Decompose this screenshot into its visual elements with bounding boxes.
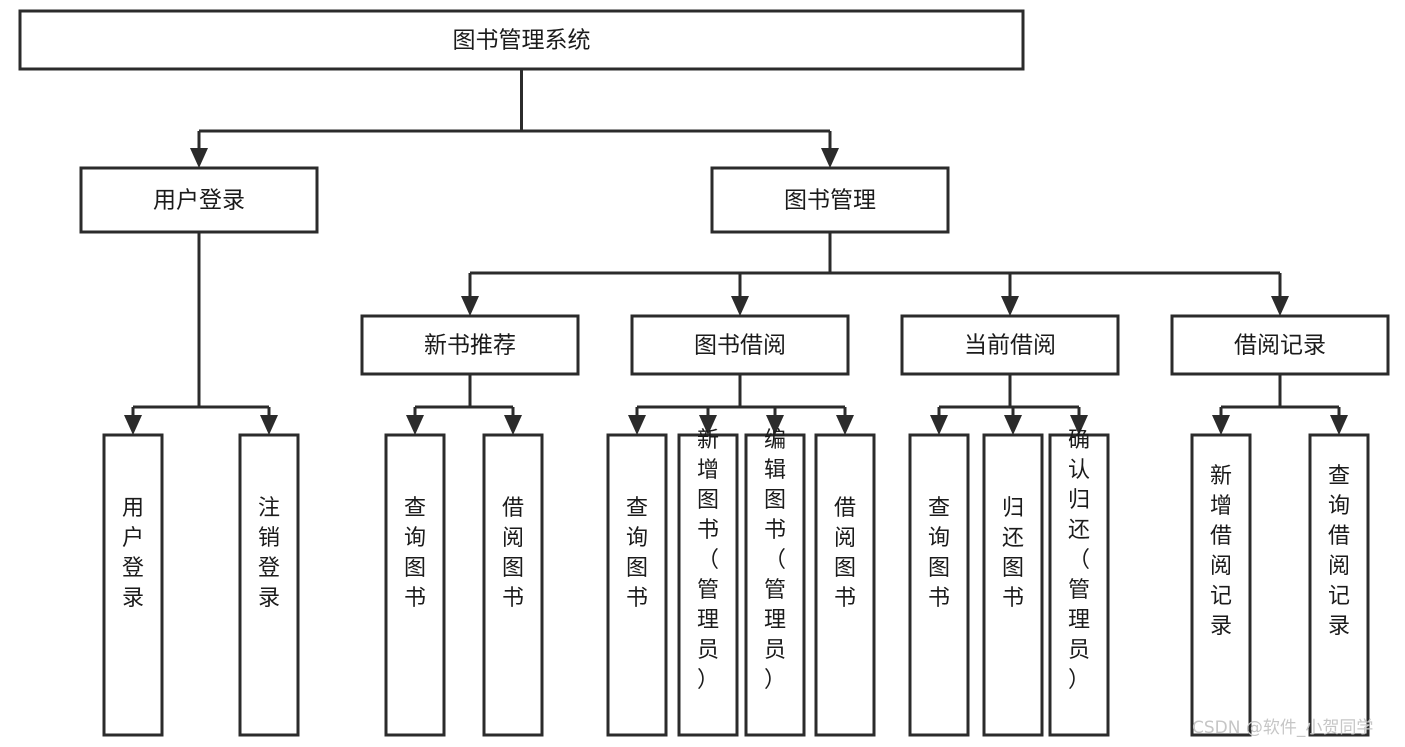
arrow-head-icon (930, 415, 948, 435)
node-leaf-confirm-return-admin-label: 确认归还（管理员） (1068, 428, 1090, 693)
node-leaf-return-book[interactable]: 归还图书 (982, 433, 1044, 737)
arrow-head-icon (260, 415, 278, 435)
node-leaf-user-login-label: 用户登录 (122, 496, 144, 611)
arrow-head-icon (1001, 296, 1019, 316)
connectors-layer (124, 69, 1348, 435)
node-new-book-rec[interactable]: 新书推荐 (360, 314, 580, 376)
nodes-layer: 图书管理系统用户登录图书管理新书推荐图书借阅当前借阅借阅记录用户登录注销登录查询… (18, 9, 1390, 737)
arrow-head-icon (1212, 415, 1230, 435)
node-leaf-add-borrow-record-label: 新增借阅记录 (1210, 464, 1232, 639)
arrow-head-icon (461, 296, 479, 316)
node-leaf-query-book-cur-box[interactable] (908, 433, 970, 737)
node-leaf-add-book-admin-box[interactable] (677, 433, 739, 737)
node-book-borrow-label: 图书借阅 (694, 333, 786, 359)
arrow-head-icon (504, 415, 522, 435)
node-root-root-box[interactable] (18, 9, 1025, 71)
node-leaf-borrow-book-box[interactable] (814, 433, 876, 737)
node-borrow-record[interactable]: 借阅记录 (1170, 314, 1390, 376)
node-current-borrow[interactable]: 当前借阅 (900, 314, 1120, 376)
node-leaf-query-book-rec-box[interactable] (384, 433, 446, 737)
node-leaf-query-book-rec[interactable]: 查询图书 (384, 433, 446, 737)
node-leaf-query-book-cur-label: 查询图书 (928, 496, 950, 611)
node-leaf-add-borrow-record-box[interactable] (1190, 433, 1252, 737)
node-book-manage-label: 图书管理 (784, 188, 876, 214)
node-leaf-query-book-rec-label: 查询图书 (404, 496, 426, 611)
node-book-manage-box[interactable] (710, 166, 950, 234)
node-leaf-confirm-return-admin-box[interactable] (1048, 433, 1110, 737)
node-leaf-add-book-admin[interactable]: 新增图书（管理员） (677, 428, 739, 737)
node-leaf-return-book-box[interactable] (982, 433, 1044, 737)
node-book-manage[interactable]: 图书管理 (710, 166, 950, 234)
arrow-head-icon (731, 296, 749, 316)
arrow-head-icon (821, 148, 839, 168)
node-new-book-rec-label: 新书推荐 (424, 333, 516, 359)
node-root-root-label: 图书管理系统 (453, 28, 591, 54)
node-leaf-add-book-admin-label: 新增图书（管理员） (697, 428, 719, 693)
node-user-login-label: 用户登录 (153, 188, 245, 214)
node-leaf-add-borrow-record[interactable]: 新增借阅记录 (1190, 433, 1252, 737)
node-current-borrow-box[interactable] (900, 314, 1120, 376)
arrow-head-icon (1004, 415, 1022, 435)
node-leaf-query-borrow-record[interactable]: 查询借阅记录 (1308, 433, 1370, 737)
node-leaf-user-login-box[interactable] (102, 433, 164, 737)
arrow-head-icon (124, 415, 142, 435)
node-leaf-borrow-book[interactable]: 借阅图书 (814, 433, 876, 737)
node-book-borrow[interactable]: 图书借阅 (630, 314, 850, 376)
node-borrow-record-box[interactable] (1170, 314, 1390, 376)
node-leaf-edit-book-admin-label: 编辑图书（管理员） (764, 428, 786, 693)
node-leaf-logout-label: 注销登录 (258, 496, 280, 611)
arrow-head-icon (1271, 296, 1289, 316)
node-leaf-logout-box[interactable] (238, 433, 300, 737)
node-book-borrow-box[interactable] (630, 314, 850, 376)
arrow-head-icon (836, 415, 854, 435)
node-leaf-borrow-book-rec[interactable]: 借阅图书 (482, 433, 544, 737)
arrow-head-icon (1330, 415, 1348, 435)
arrow-head-icon (766, 415, 784, 435)
node-root-root[interactable]: 图书管理系统 (18, 9, 1025, 71)
node-new-book-rec-box[interactable] (360, 314, 580, 376)
arrow-head-icon (406, 415, 424, 435)
node-leaf-query-book-borrow-box[interactable] (606, 433, 668, 737)
node-current-borrow-label: 当前借阅 (964, 333, 1056, 359)
node-leaf-query-book-borrow-label: 查询图书 (626, 496, 648, 611)
node-leaf-query-borrow-record-box[interactable] (1308, 433, 1370, 737)
node-leaf-return-book-label: 归还图书 (1002, 496, 1024, 611)
node-leaf-query-borrow-record-label: 查询借阅记录 (1328, 464, 1350, 639)
node-leaf-edit-book-admin[interactable]: 编辑图书（管理员） (744, 428, 806, 737)
arrow-head-icon (699, 415, 717, 435)
arrow-head-icon (628, 415, 646, 435)
node-user-login[interactable]: 用户登录 (79, 166, 319, 234)
csdn-watermark: CSDN @软件_小贺同学 (1192, 718, 1373, 738)
node-user-login-box[interactable] (79, 166, 319, 234)
node-leaf-query-book-cur[interactable]: 查询图书 (908, 433, 970, 737)
arrow-head-icon (1070, 415, 1088, 435)
node-leaf-borrow-book-label: 借阅图书 (834, 496, 856, 611)
node-leaf-logout[interactable]: 注销登录 (238, 433, 300, 737)
node-leaf-user-login[interactable]: 用户登录 (102, 433, 164, 737)
arrow-head-icon (190, 148, 208, 168)
node-leaf-borrow-book-rec-box[interactable] (482, 433, 544, 737)
node-leaf-borrow-book-rec-label: 借阅图书 (502, 496, 524, 611)
node-leaf-confirm-return-admin[interactable]: 确认归还（管理员） (1048, 428, 1110, 737)
node-borrow-record-label: 借阅记录 (1234, 333, 1326, 359)
node-leaf-edit-book-admin-box[interactable] (744, 433, 806, 737)
node-leaf-query-book-borrow[interactable]: 查询图书 (606, 433, 668, 737)
